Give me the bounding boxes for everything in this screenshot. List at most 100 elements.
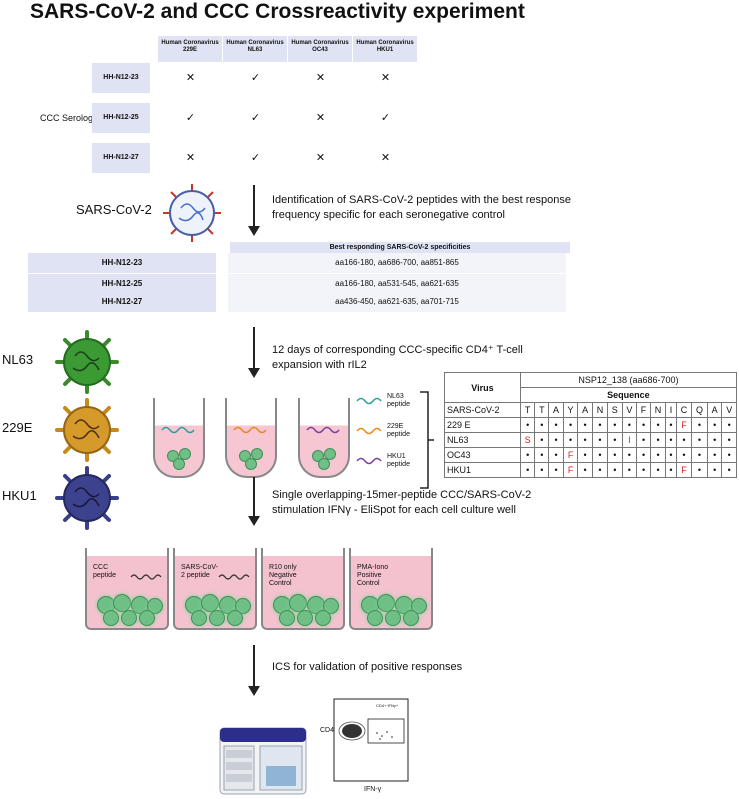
residue-cell: • [534,462,550,478]
ics-plot-ylabel: CD4 [320,727,335,734]
residue-cell: • [691,462,708,478]
residue-cell: • [607,447,623,463]
sequence-row: HKU1•••F•••••••F••• [444,462,737,478]
residue-cell: • [649,447,667,463]
figure-title: SARS-CoV-2 and CCC Crossreactivity exper… [30,0,525,23]
residue-cell: • [534,447,550,463]
sequence-table: Virus NSP12_138 (aa686-700) Sequence SAR… [444,372,738,478]
residue-cell: • [519,462,536,478]
residue-cell: • [691,417,708,433]
well-label: CCC peptide [93,564,116,579]
serology-mark: ✓ [185,112,196,124]
residue-cell: N [591,402,609,418]
arrow-head-icon [248,226,260,236]
serology-mark: ✕ [185,152,196,164]
serology-mark: ✕ [185,72,196,84]
residue-cell: • [591,417,609,433]
best-specificities-header: Best responding SARS-CoV-2 specificities [230,242,570,253]
sequence-row: OC43•••F••••••••••• [444,447,737,463]
peptide-wave-icon [306,426,340,434]
residue-cell: Y [562,402,579,418]
residue-cell: • [562,417,579,433]
flow-arrow [253,327,255,369]
flow-arrow [253,477,255,517]
residue-cell: A [706,402,723,418]
residue-cell: I [621,432,638,448]
serology-mark: ✕ [315,112,326,124]
residue-cell: • [636,462,651,478]
residue-cell: • [649,462,667,478]
serology-mark: ✕ [380,152,391,164]
specificity-row-value: aa166-180, aa686-700, aa851-865 [228,253,566,273]
residue-cell: Q [691,402,708,418]
row-label: HH-N12-25 [92,103,150,133]
residue-cell: • [649,417,667,433]
residue-cell: • [665,462,677,478]
specificity-row-label: HH-N12-23 [28,253,216,273]
serology-mark: ✕ [315,72,326,84]
residue-cell: S [519,432,536,448]
residue-cell: • [577,447,593,463]
well-label: R10 only Negative Control [269,564,297,587]
residue-cell: • [562,432,579,448]
sequence-row-name: SARS-CoV-2 [444,402,521,418]
flow-arrow [253,185,255,227]
residue-cell: F [675,462,693,478]
sequence-row: 229 E•••••••••••F••• [444,417,737,433]
step-3-text: Single overlapping-15mer-peptide CCC/SAR… [272,489,532,516]
residue-cell: • [636,417,651,433]
peptide-wave-icon [218,574,250,580]
culture-tube [153,398,205,478]
peptide-wave-icon [233,426,267,434]
residue-cell: • [548,462,564,478]
residue-cell: • [607,417,623,433]
peptide-legend-label: HKU1 peptide [387,453,410,468]
virus-label-nl63: NL63 [2,352,34,367]
residue-cell: • [591,447,609,463]
nl63-virus-icon [55,330,119,394]
well-label: PMA-Iono Positive Control [357,564,389,587]
elispot-well: PMA-Iono Positive Control [349,548,433,630]
sars-cov-2-label: SARS-CoV-2 [76,202,152,217]
specificity-row-label: HH-N12-25 [28,274,216,294]
column-header: Human Coronavirus OC43 [288,36,352,62]
residue-cell: V [621,402,638,418]
residue-cell: • [591,462,609,478]
residue-cell: • [675,432,693,448]
serology-mark: ✓ [380,112,391,124]
residue-cell: T [519,402,536,418]
row-label: HH-N12-23 [92,63,150,93]
residue-cell: • [706,432,723,448]
arrow-head-icon [248,686,260,696]
ics-plot [333,698,409,782]
peptide-legend-label: NL63 peptide [387,393,410,408]
serology-mark: ✓ [250,152,261,164]
residue-cell: • [519,447,536,463]
residue-cell: • [548,417,564,433]
residue-cell: • [577,417,593,433]
residue-cell: C [675,402,693,418]
arrow-head-icon [248,368,260,378]
flow-arrow [253,645,255,687]
column-header: Human Coronavirus NL63 [223,36,287,62]
specificity-row-label: HH-N12-27 [28,292,216,312]
elispot-well: CCC peptide [85,548,169,630]
virus-label-229e: 229E [2,420,33,435]
residue-cell: • [706,417,723,433]
residue-cell: • [548,447,564,463]
residue-cell: • [721,417,737,433]
hku1-virus-icon [55,466,119,530]
residue-cell: • [607,432,623,448]
residue-cell: • [721,432,737,448]
sequence-row-name: OC43 [444,447,521,463]
residue-cell: • [621,462,638,478]
residue-cell: • [665,432,677,448]
residue-cell: V [721,402,737,418]
residue-cell: • [675,447,693,463]
residue-cell: • [621,417,638,433]
residue-cell: T [534,402,550,418]
residue-cell: F [562,462,579,478]
residue-cell: F [562,447,579,463]
residue-cell: • [721,447,737,463]
